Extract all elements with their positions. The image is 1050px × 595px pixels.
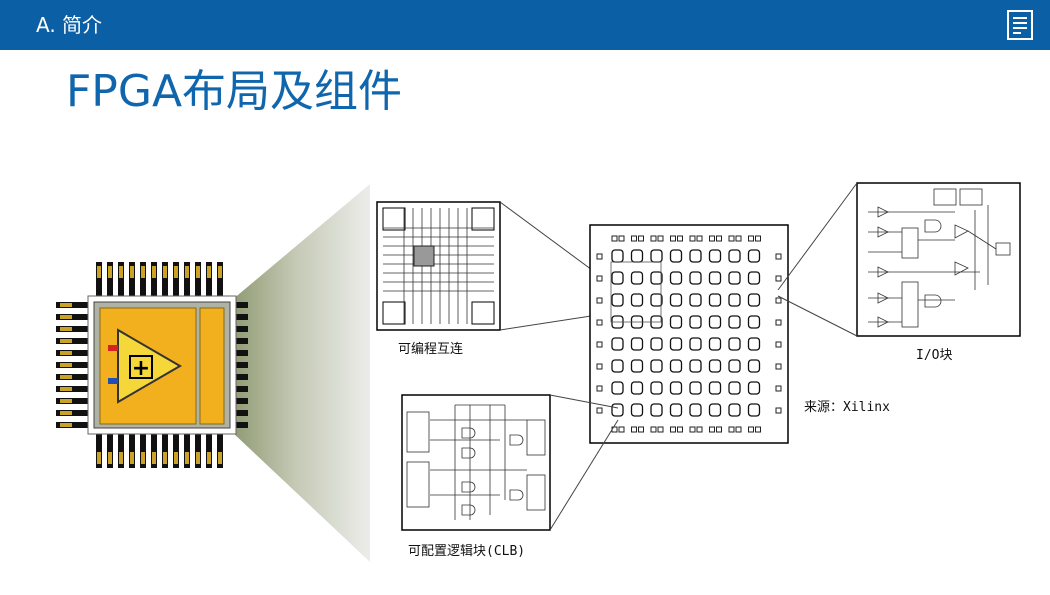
section-label: A. 简介	[36, 13, 103, 37]
interconnect-box	[376, 201, 501, 331]
header-bar: A. 简介	[0, 0, 1050, 50]
zoom-beam	[232, 184, 370, 562]
interconnect-label: 可编程互连	[398, 342, 464, 357]
fpga-array	[589, 224, 789, 444]
source-label: 来源：Xilinx	[804, 400, 890, 415]
io-block-label: I/O块	[916, 348, 953, 363]
document-icon[interactable]	[1007, 10, 1033, 40]
clb-label: 可配置逻辑块(CLB)	[408, 544, 526, 559]
io-block-box	[856, 182, 1021, 337]
labview-fpga-chip-icon: +	[56, 262, 248, 468]
clb-box	[401, 394, 551, 531]
page-title: FPGA布局及组件	[66, 66, 403, 117]
svg-text:+: +	[132, 356, 150, 381]
